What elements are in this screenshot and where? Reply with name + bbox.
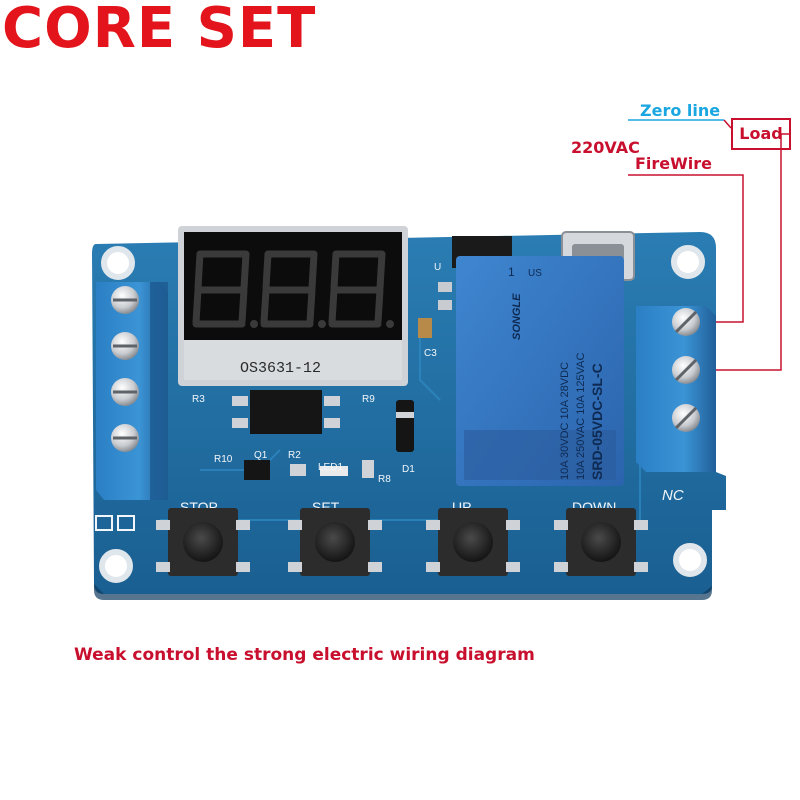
silkscreen-labels: R3 R9 R10 Q1 R2 LED1 R8 D1 C3 [192,348,437,485]
silk-r9: R9 [362,394,375,405]
silk-r8: R8 [378,474,391,485]
relay-model-label: SRD-05VDC-SL-C [589,363,605,480]
silk-r10: R10 [214,454,233,465]
silk-led1: LED1 [318,462,343,473]
pin-header [95,515,135,531]
relay-pin-label: 1 [508,265,515,279]
seven-segment-display: OS3631-12 [178,226,408,386]
relay: 1 US SRD-05VDC-SL-C 10A 250VAC 10A 125VA… [456,256,624,486]
smd-components [232,318,432,480]
button-set [288,508,382,576]
silk-c3: C3 [424,348,437,359]
silk-q1: Q1 [254,450,268,461]
firewire-label: FireWire [635,154,713,173]
load-box: Load [731,118,791,150]
silk-r3: R3 [192,394,205,405]
silk-d1: D1 [402,464,415,475]
button-up [426,508,520,576]
button-down [554,508,648,576]
wiring-lines [628,119,791,371]
left-terminal-block [96,282,168,500]
relay-us-mark: US [528,268,542,279]
silk-u: U [434,262,441,273]
tactile-buttons: STOP SET UP DOWN [156,499,648,576]
display-model-label: OS3631-12 [240,360,321,377]
relay-brand-label: SONGLE [511,293,523,340]
button-stop [156,508,250,576]
silk-nc: NC [662,487,684,504]
brand-title: CORE SET [2,0,317,61]
right-terminal-block: NC [636,306,716,504]
relay-rating-ac: 10A 250VAC 10A 125VAC [575,353,587,480]
silk-r2: R2 [288,450,301,461]
relay-rating-dc: 10A 30VDC 10A 28VDC [559,362,571,480]
diagram-caption: Weak control the strong electric wiring … [74,645,535,665]
zero-line-label: Zero line [640,101,721,120]
voltage-label: 220VAC [571,138,640,157]
